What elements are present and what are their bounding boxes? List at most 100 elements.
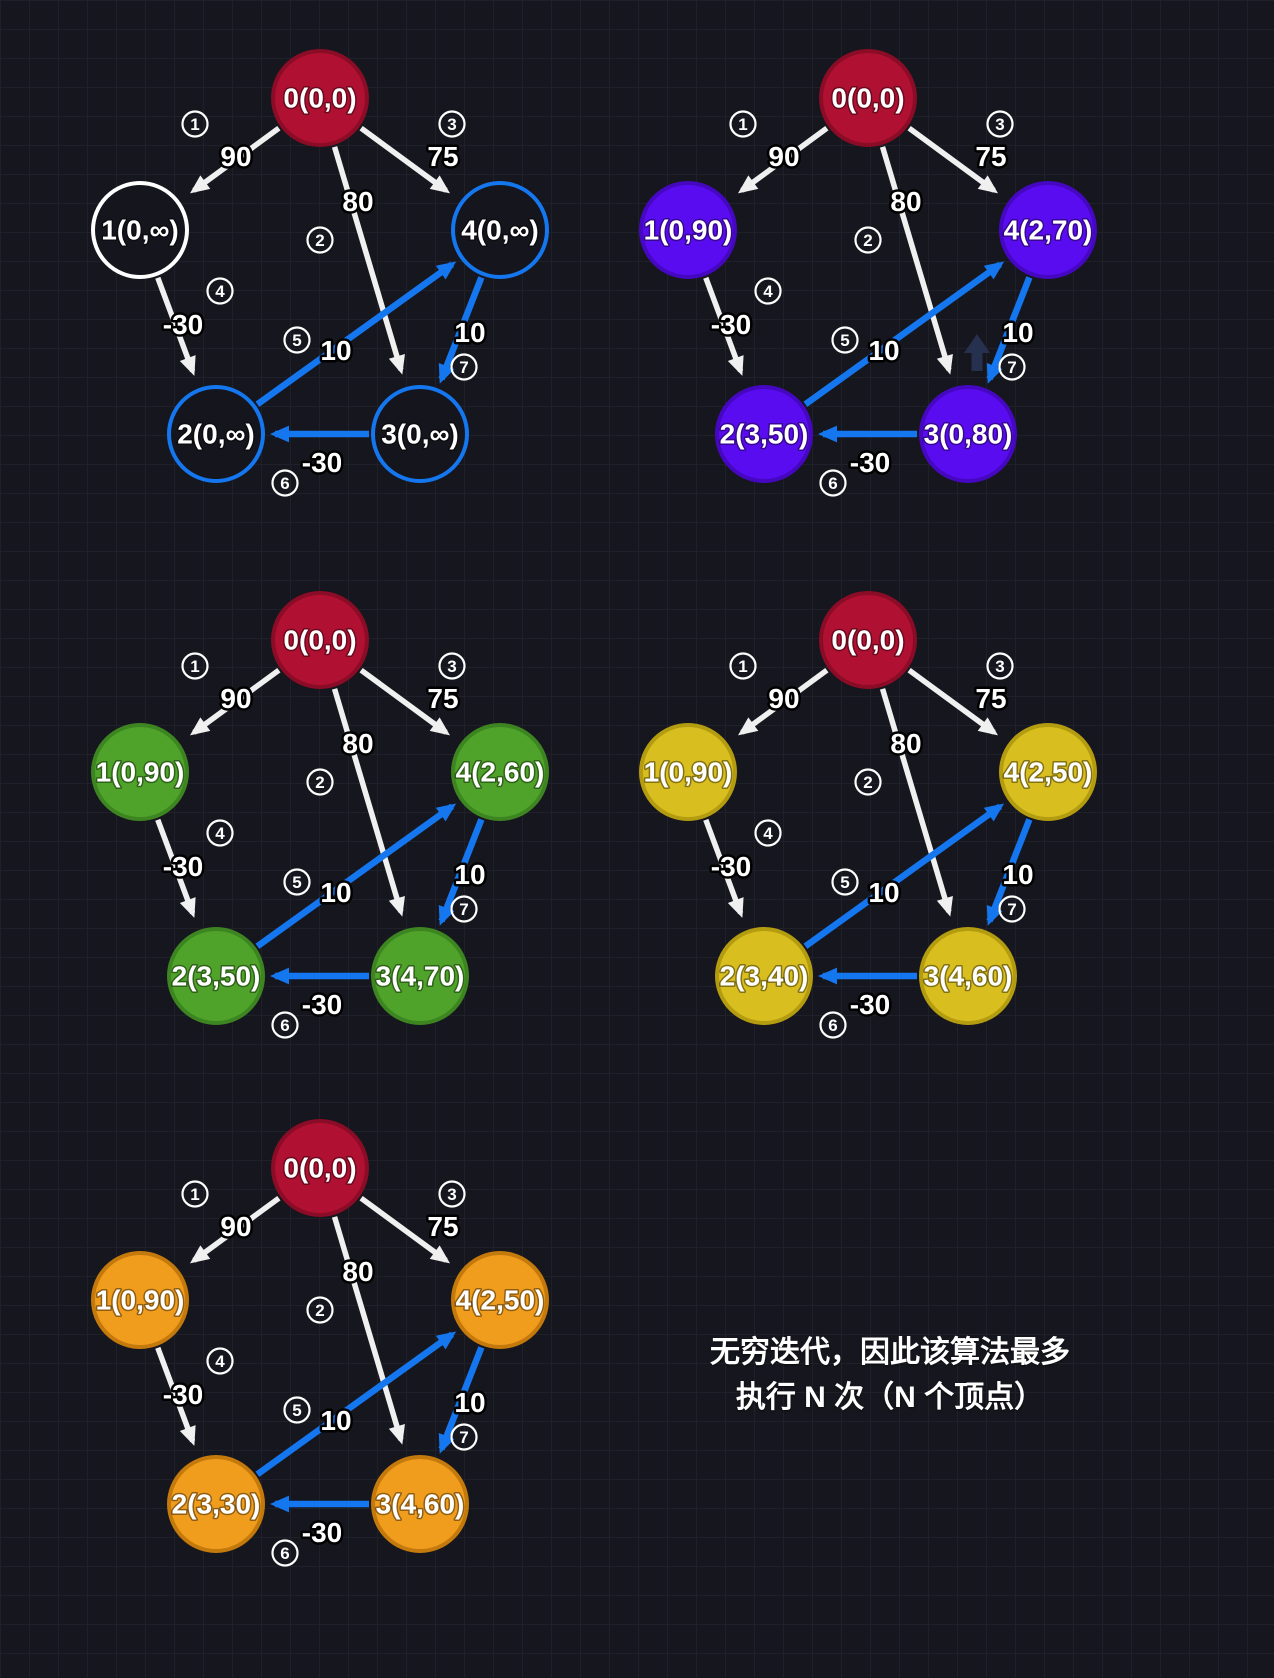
edge-0-3: [879, 688, 953, 917]
step-marker-number: 5: [840, 331, 849, 350]
step-marker-number: 3: [447, 115, 456, 134]
step-marker-number: 6: [280, 474, 289, 493]
node-label: 4(2,70): [1004, 215, 1093, 246]
step-marker-number: 4: [215, 282, 225, 301]
node-1: [91, 181, 189, 279]
edge-0-4: [907, 125, 999, 194]
step-marker-number: 6: [828, 474, 837, 493]
step-marker-ring: [181, 110, 209, 138]
edge-weight-label: 90: [220, 1211, 251, 1242]
step-marker-number: 5: [840, 873, 849, 892]
edge-0-4: [907, 667, 999, 736]
step-marker-ring: [271, 1539, 299, 1567]
node-0: [271, 591, 369, 689]
step-marker-ring: [438, 1180, 466, 1208]
edge-weight-label: 80: [890, 728, 921, 759]
edge-weight-label: -30: [711, 851, 751, 882]
edge-weight-label: 10: [868, 335, 899, 366]
step-marker-ring: [206, 819, 234, 847]
step-marker-number: 3: [995, 115, 1004, 134]
edge-weight-label: 80: [342, 728, 373, 759]
edge-2-4: [803, 261, 1005, 407]
step-marker-number: 2: [863, 773, 872, 792]
edge-weight-label: 75: [427, 141, 458, 172]
step-marker-ring: [283, 868, 311, 896]
node-label: 4(2,50): [456, 1285, 545, 1316]
step-marker-number: 4: [215, 1352, 225, 1371]
edge-weight-label: -30: [711, 309, 751, 340]
step-marker-ring: [729, 652, 757, 680]
edge-weight-label: -30: [302, 447, 342, 478]
edge-weight-label: 10: [454, 1387, 485, 1418]
node-label: 0(0,0): [283, 83, 356, 114]
step-marker-ring: [831, 868, 859, 896]
step-marker-number: 1: [190, 657, 199, 676]
edge-weight-label: 10: [320, 335, 351, 366]
node-label: 3(0,80): [924, 419, 1013, 450]
step-marker-ring: [271, 469, 299, 497]
step-marker-number: 5: [292, 331, 301, 350]
edge-1-2: [703, 818, 744, 918]
node-4: [999, 181, 1097, 279]
edge-0-1: [189, 1195, 281, 1264]
node-4: [451, 181, 549, 279]
edge-weight-label: 10: [1002, 317, 1033, 348]
node-label: 4(0,∞): [461, 215, 539, 246]
step-marker-ring: [271, 1011, 299, 1039]
edge-0-3: [331, 146, 405, 375]
edge-weight-label: 10: [454, 859, 485, 890]
node-label: 0(0,0): [831, 83, 904, 114]
step-marker-ring: [283, 1396, 311, 1424]
edge-weight-label: -30: [163, 309, 203, 340]
node-label: 3(4,70): [376, 961, 465, 992]
edge-2-4: [255, 803, 457, 949]
step-marker-number: 7: [459, 1428, 468, 1447]
edge-weight-label: 90: [220, 141, 251, 172]
edge-4-3: [438, 818, 485, 926]
edge-2-4: [255, 261, 457, 407]
note-text: 无穷迭代，因此该算法最多 执行 N 次（N 个顶点）: [630, 1330, 1150, 1420]
node-0: [819, 49, 917, 147]
edge-weight-label: 75: [975, 141, 1006, 172]
graph-iteration-4-yellow: 901802753-304105-3061070(0,0)1(0,90)4(2,…: [639, 591, 1097, 1039]
step-marker-ring: [754, 277, 782, 305]
edge-weight-label: 10: [454, 317, 485, 348]
step-marker-ring: [438, 110, 466, 138]
edge-2-4: [803, 803, 1005, 949]
node-label: 1(0,90): [644, 757, 733, 788]
node-2: [167, 1455, 265, 1553]
step-marker-number: 3: [447, 1185, 456, 1204]
step-marker-ring: [819, 469, 847, 497]
edge-weight-label: -30: [850, 447, 890, 478]
note-line-2: 执行 N 次（N 个顶点）: [735, 1381, 1045, 1414]
edge-0-3: [331, 1216, 405, 1445]
edge-weight-label: 10: [868, 877, 899, 908]
step-marker-number: 7: [459, 900, 468, 919]
step-marker-number: 5: [292, 1401, 301, 1420]
node-label: 1(0,∞): [101, 215, 179, 246]
step-marker-number: 2: [863, 231, 872, 250]
up-arrow-icon: [964, 334, 990, 371]
edge-weight-label: 90: [220, 683, 251, 714]
step-marker-ring: [283, 326, 311, 354]
edge-weight-label: 80: [342, 1256, 373, 1287]
step-marker-ring: [831, 326, 859, 354]
step-marker-number: 2: [315, 773, 324, 792]
node-0: [819, 591, 917, 689]
step-marker-ring: [306, 768, 334, 796]
step-marker-number: 3: [995, 657, 1004, 676]
node-label: 4(2,50): [1004, 757, 1093, 788]
edge-0-1: [189, 125, 281, 194]
step-marker-ring: [854, 768, 882, 796]
step-marker-number: 7: [459, 358, 468, 377]
step-marker-number: 4: [763, 282, 773, 301]
node-label: 2(3,50): [720, 419, 809, 450]
node-label: 1(0,90): [644, 215, 733, 246]
node-2: [167, 927, 265, 1025]
edge-weight-label: -30: [163, 851, 203, 882]
edge-weight-label: -30: [302, 1517, 342, 1548]
step-marker-ring: [306, 1296, 334, 1324]
edge-weight-label: 75: [427, 683, 458, 714]
